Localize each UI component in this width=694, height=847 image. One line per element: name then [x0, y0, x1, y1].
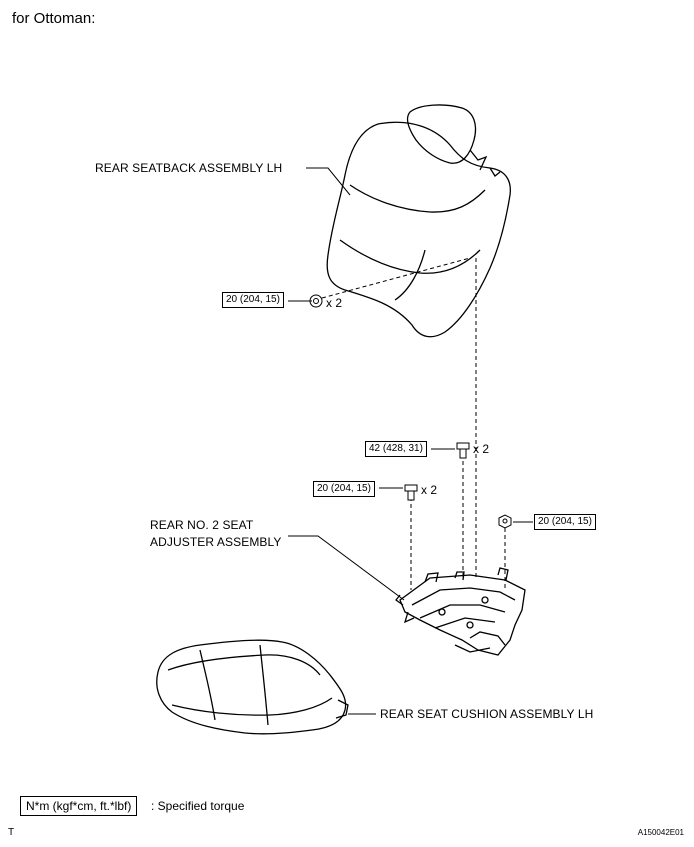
adjuster-label-line1: REAR NO. 2 SEAT [150, 518, 254, 532]
torque-lower-bolt: 20 (204, 15) [313, 481, 375, 497]
adjuster-leader-line [288, 535, 405, 601]
seat-adjuster-drawing [395, 567, 526, 656]
seatback-leader-line [306, 167, 351, 196]
qty-seatback-nut: x 2 [326, 296, 343, 310]
upper-bolt-icon [456, 442, 470, 459]
qty-lower-bolt: x 2 [421, 483, 438, 497]
seat-cushion-drawing [156, 639, 349, 735]
qty-upper-bolt: x 2 [473, 442, 490, 456]
torque-seatback-nut: 20 (204, 15) [222, 292, 284, 308]
seatback-drawing [326, 104, 511, 338]
figure-code: A150042E01 [637, 828, 684, 837]
adjuster-label-line2: ADJUSTER ASSEMBLY [150, 535, 282, 549]
torque-upper-bolt: 42 (428, 31) [365, 441, 427, 457]
cushion-label: REAR SEAT CUSHION ASSEMBLY LH [380, 707, 594, 721]
corner-mark: T [8, 827, 15, 838]
torque-right-nut: 20 (204, 15) [534, 514, 596, 530]
alignment-lines [321, 257, 506, 590]
torque-legend-description: : Specified torque [151, 799, 245, 813]
torque-unit-legend-box: N*m (kgf*cm, ft.*lbf) [20, 796, 138, 816]
right-nut-icon [498, 514, 512, 529]
lower-bolt-icon [404, 484, 418, 501]
seatback-label: REAR SEATBACK ASSEMBLY LH [95, 161, 283, 175]
page-title: for Ottoman: [12, 10, 96, 27]
